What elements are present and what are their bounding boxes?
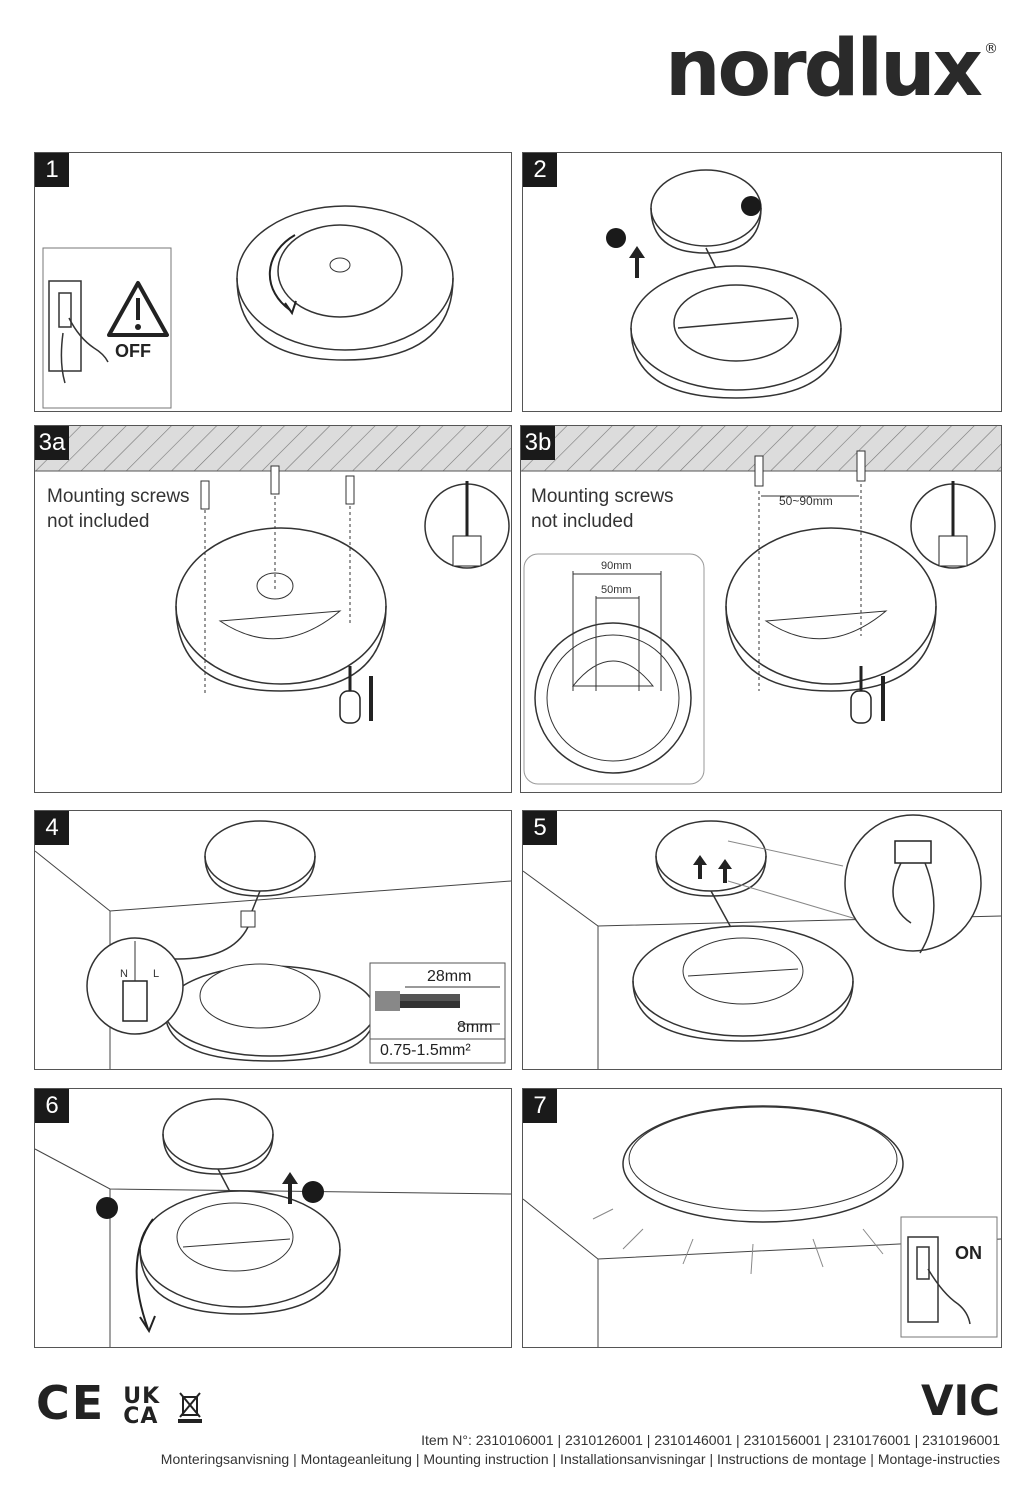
step-3a-illustration [35, 426, 511, 724]
step-1-illustration [42, 205, 454, 409]
step-5-panel: 5 [522, 810, 1002, 1070]
wall-plug-icon [345, 475, 355, 505]
connector-icon [240, 910, 256, 928]
marker-1-badge [302, 1181, 324, 1203]
note-line-2: not included [531, 511, 634, 532]
note-line-2: not included [47, 511, 150, 532]
instruction-languages: Monteringsanvisning | Montageanleitung |… [160, 1451, 1000, 1467]
note-line-1: Mounting screws [531, 486, 674, 507]
step-6-illustration [35, 1098, 511, 1347]
mounting-screws-note-3a: Mounting screws not included [47, 484, 190, 534]
ceiling-lamp-base [236, 205, 454, 361]
step-3a-number: 3a [35, 426, 69, 460]
strip-length-label: 28mm [427, 968, 472, 985]
dim-90mm-label: 90mm [601, 560, 632, 572]
step-7-number: 7 [523, 1089, 557, 1123]
warning-icon [107, 281, 169, 337]
wall-plug-icon [754, 455, 764, 487]
spacing-label: 50~90mm [779, 494, 833, 508]
terminal-l-label: L [153, 968, 160, 980]
step-6-number: 6 [35, 1089, 69, 1123]
arrow-up-icon [629, 246, 645, 278]
step-2-number: 2 [523, 153, 557, 187]
step-3a-panel: 3a Mounting screws not included [34, 425, 512, 793]
step-3b-number: 3b [521, 426, 555, 460]
insulation-length-label: 8mm [457, 1019, 493, 1036]
ukca-top: UK [123, 1383, 161, 1409]
brand-name: nordlux [665, 24, 983, 114]
drill-detail-icon [424, 481, 510, 569]
product-name: VIC [921, 1376, 1000, 1425]
step-4-panel: 4 28mm 8mm 0.75-1.5mm² N L [34, 810, 512, 1070]
marker-2-badge [96, 1197, 118, 1219]
brand-logo: nordlux® [665, 30, 998, 108]
screwdriver-icon [850, 666, 885, 724]
registered-mark: ® [984, 41, 998, 57]
item-numbers: Item N°: 2310106001 | 2310126001 | 23101… [421, 1432, 1000, 1448]
arrow-up-icon [282, 1172, 298, 1204]
dim-50mm-label: 50mm [601, 584, 632, 596]
ukca-bottom: CA [123, 1403, 159, 1429]
step-5-illustration [523, 814, 1001, 1069]
installed-lamp [622, 1105, 904, 1223]
wall-plug-icon [856, 450, 866, 482]
marker-1-badge [606, 228, 626, 248]
ce-mark: CE [36, 1376, 106, 1430]
step-5-number: 5 [523, 811, 557, 845]
rotate-arrow-icon [135, 1218, 154, 1330]
ukca-mark: UK CA [123, 1383, 161, 1429]
step-3b-panel: 3b Mounting screws no [520, 425, 1002, 793]
mounting-screws-note-3b: Mounting screws not included [531, 484, 674, 534]
wall-plug-icon [200, 480, 210, 510]
screwdriver-icon [339, 666, 373, 724]
step-2-illustration [606, 169, 842, 399]
step-1-number: 1 [35, 153, 69, 187]
step-3b-illustration [521, 426, 1001, 785]
arrow-up-icon [718, 859, 732, 883]
light-switch-icon [907, 1236, 971, 1325]
step-7-panel: 7 ON [522, 1088, 1002, 1348]
wire-gauge-label: 0.75-1.5mm² [380, 1042, 471, 1059]
step-7-illustration [523, 1105, 1001, 1347]
arrow-up-icon [693, 855, 707, 879]
step-2-panel: 2 [522, 152, 1002, 412]
terminal-n-label: N [120, 968, 128, 980]
step-4-number: 4 [35, 811, 69, 845]
on-label: ON [955, 1243, 982, 1263]
certification-marks: CE UK CA [36, 1376, 203, 1430]
terminal-block-detail [86, 937, 184, 1035]
ceiling-hatch [35, 426, 511, 471]
weee-bin-icon [178, 1391, 203, 1423]
light-switch-icon [48, 280, 109, 384]
marker-2-badge [741, 196, 761, 216]
connector-detail [844, 814, 982, 954]
note-line-1: Mounting screws [47, 486, 190, 507]
step-6-panel: 6 [34, 1088, 512, 1348]
off-label: OFF [115, 341, 151, 361]
wire-spec-box [369, 962, 506, 1064]
step-1-panel: 1 OFF [34, 152, 512, 412]
step-4-illustration [35, 820, 511, 1069]
drill-detail-icon [910, 481, 996, 569]
wall-plug-icon [270, 465, 280, 495]
